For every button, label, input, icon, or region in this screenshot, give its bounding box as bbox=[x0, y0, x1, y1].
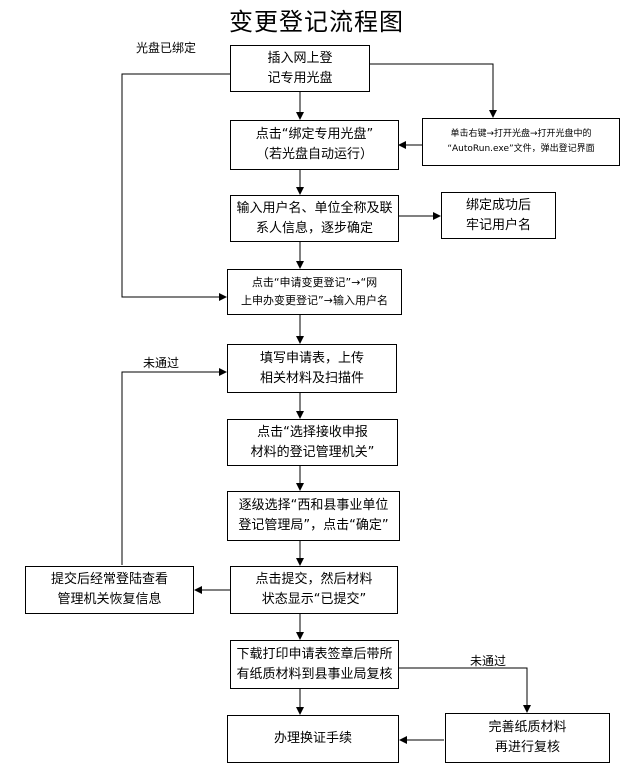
box-improve-materials-text: 完善纸质材料 再进行复核 bbox=[488, 720, 567, 755]
box-check-feedback-text: 提交后经常登陆查看 管理机关恢复信息 bbox=[50, 572, 168, 607]
box-select-agency-text: 点击“选择接收申报 材料的登记管理机关” bbox=[250, 424, 375, 460]
box-handle-certificate: 办理换证手续 bbox=[227, 715, 399, 763]
box-fill-form: 填写申请表，上传 相关材料及扫描件 bbox=[227, 344, 397, 393]
box-print-form-text: 下载打印申请表签章后带所 有纸质材料到县事业局复核 bbox=[236, 646, 393, 682]
box-click-apply: 点击“申请变更登记”→“网 上申办变更登记”→输入用户名 bbox=[227, 269, 402, 315]
arrow-print-to-improve bbox=[399, 667, 531, 713]
box-click-bind-text: 点击“绑定专用光盘” （若光盘自动运行） bbox=[255, 127, 374, 162]
box-insert-disc: 插入网上登 记专用光盘 bbox=[230, 45, 370, 92]
box-insert-disc-text: 插入网上登 记专用光盘 bbox=[267, 50, 333, 86]
box-submit: 点击提交，然后材料 状态显示“已提交” bbox=[230, 566, 398, 614]
diagram-title: 变更登记流程图 bbox=[229, 8, 404, 36]
box-handle-certificate-text: 办理换证手续 bbox=[273, 731, 352, 746]
box-submit-text: 点击提交，然后材料 状态显示“已提交” bbox=[255, 572, 373, 607]
box-click-bind: 点击“绑定专用光盘” （若光盘自动运行） bbox=[230, 120, 399, 170]
box-right-click-hint-text: 单击右键→打开光盘→打开光盘中的 “AutoRun.exe”文件，弹出登记界面 bbox=[447, 129, 595, 154]
box-select-bureau-text: 逐级选择“西和县事业单位 登记管理局”，点击“确定” bbox=[238, 498, 389, 533]
box-select-agency: 点击“选择接收申报 材料的登记管理机关” bbox=[227, 419, 398, 466]
label-not-passed-upper: 未通过 bbox=[143, 356, 180, 370]
arrow-feedback-loop bbox=[121, 368, 227, 565]
box-right-click-hint: 单击右键→打开光盘→打开光盘中的 “AutoRun.exe”文件，弹出登记界面 bbox=[422, 118, 620, 166]
box-click-apply-text: 点击“申请变更登记”→“网 上申办变更登记”→输入用户名 bbox=[241, 276, 388, 307]
arrow-disc-bound-loop bbox=[121, 73, 230, 301]
arrow-insert-to-hint bbox=[370, 63, 497, 118]
box-fill-form-text: 填写申请表，上传 相关材料及扫描件 bbox=[259, 350, 364, 386]
box-check-feedback: 提交后经常登陆查看 管理机关恢复信息 bbox=[25, 566, 194, 614]
label-not-passed-lower: 未通过 bbox=[470, 654, 507, 668]
box-bind-success-text: 绑定成功后 牢记用户名 bbox=[465, 197, 531, 233]
box-improve-materials: 完善纸质材料 再进行复核 bbox=[445, 713, 610, 763]
box-bind-success: 绑定成功后 牢记用户名 bbox=[441, 192, 556, 239]
box-select-bureau: 逐级选择“西和县事业单位 登记管理局”，点击“确定” bbox=[227, 491, 400, 541]
box-print-form: 下载打印申请表签章后带所 有纸质材料到县事业局复核 bbox=[230, 640, 399, 689]
box-enter-user-info: 输入用户名、单位全称及联 系人信息，逐步确定 bbox=[230, 195, 399, 242]
box-enter-user-info-text: 输入用户名、单位全称及联 系人信息，逐步确定 bbox=[236, 200, 393, 236]
label-disc-bound: 光盘已绑定 bbox=[136, 41, 197, 55]
